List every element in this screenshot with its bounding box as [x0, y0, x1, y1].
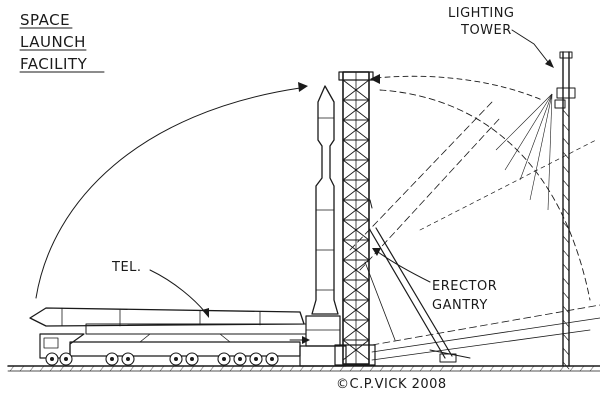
- lighting-tower-label-line-2: TOWER: [460, 23, 512, 38]
- arrow-icon: [302, 336, 310, 344]
- tel-vehicle: [29, 307, 307, 366]
- rocket-on-pad: [289, 85, 347, 367]
- light-rays: [495, 93, 553, 211]
- gantry-swing-lines: [349, 101, 600, 361]
- lighting-tower-rungs: [562, 109, 570, 370]
- erector-gantry-label-line-2: GANTRY: [432, 298, 488, 313]
- ground-hatch: [9, 365, 595, 372]
- lighting-tower-label-line-1: LIGHTING: [448, 6, 515, 21]
- arrow-icon: [545, 59, 554, 68]
- lighting-tower-label: LIGHTING TOWER: [448, 6, 554, 68]
- arrow-icon: [370, 74, 380, 84]
- arrow-icon: [372, 248, 381, 256]
- title-block: SPACE LAUNCH FACILITY: [19, 11, 105, 73]
- lighting-tower: [495, 51, 576, 370]
- tel-wheels: [45, 352, 279, 366]
- erector-gantry-label-line-1: ERECTOR: [432, 279, 497, 294]
- title-line-2: LAUNCH: [20, 33, 86, 51]
- erector-struts: [364, 199, 471, 363]
- title-line-3: FACILITY: [20, 55, 88, 73]
- tel-label: TEL.: [111, 260, 209, 318]
- launch-gantry: [334, 71, 376, 366]
- copyright-text: ©C.P.VICK 2008: [336, 377, 447, 392]
- erection-arc: [35, 74, 591, 301]
- title-line-1: SPACE: [20, 11, 70, 29]
- erector-gantry-label: ERECTOR GANTRY: [372, 248, 497, 313]
- arrow-icon: [298, 82, 308, 92]
- arrow-icon: [202, 308, 209, 318]
- tel-label-text: TEL.: [111, 260, 142, 275]
- ground: [7, 365, 600, 372]
- gantry-lattice: [342, 79, 370, 361]
